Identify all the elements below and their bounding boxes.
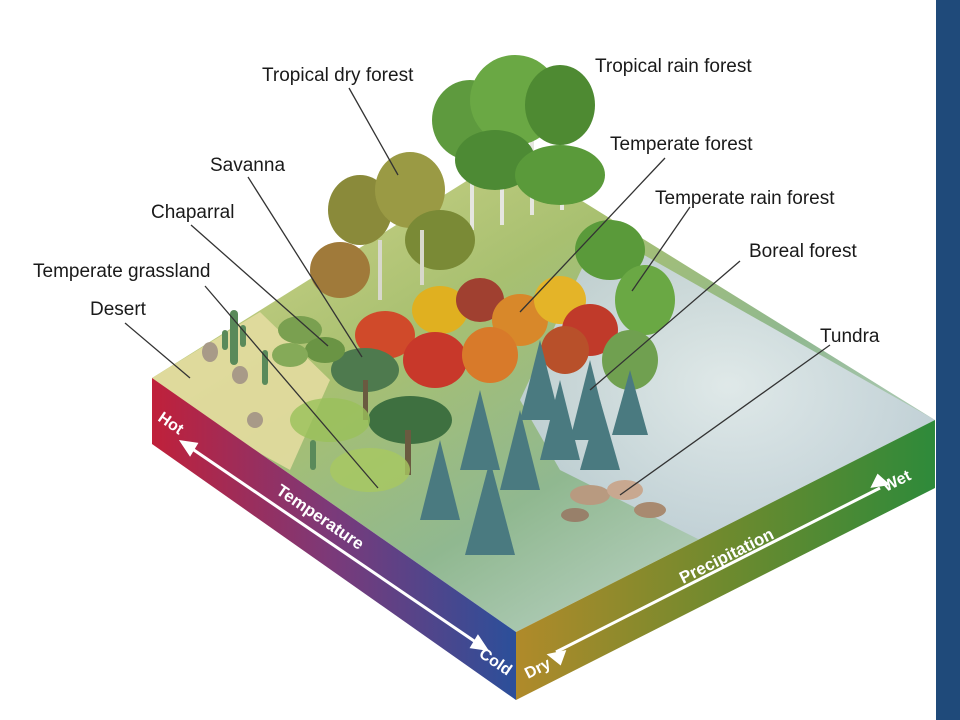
temperature-side-face (152, 378, 516, 700)
leader-lines (124, 87, 831, 496)
label-tropical-dry-forest: Tropical dry forest (262, 65, 414, 86)
tropical-rain-forest-trees (432, 55, 605, 230)
label-tropical-rain-forest: Tropical rain forest (595, 56, 752, 77)
savanna-trees (331, 348, 452, 475)
label-savanna: Savanna (210, 155, 285, 176)
label-chaparral: Chaparral (151, 202, 234, 223)
label-boreal-forest: Boreal forest (749, 241, 857, 262)
right-accent-bar (936, 0, 960, 720)
chaparral-shrubs (272, 316, 345, 367)
temperate-forest-trees (355, 276, 618, 388)
tropical-dry-forest-trees (310, 152, 475, 300)
label-temperate-forest: Temperate forest (610, 134, 753, 155)
temperate-rain-forest-trees (575, 220, 675, 390)
biome-block-illustration: Tropical dry forest Tropical rain forest… (33, 55, 935, 700)
label-temperate-rain-forest: Temperate rain forest (655, 188, 835, 209)
label-temperate-grassland: Temperate grassland (33, 261, 210, 282)
precipitation-arrow (546, 473, 891, 666)
label-tundra: Tundra (820, 326, 880, 347)
temperature-arrow (178, 440, 490, 651)
boreal-forest-conifers (420, 340, 648, 555)
label-desert: Desert (90, 299, 147, 320)
tundra-rocks (561, 480, 666, 522)
precipitation-side-face (516, 420, 935, 700)
